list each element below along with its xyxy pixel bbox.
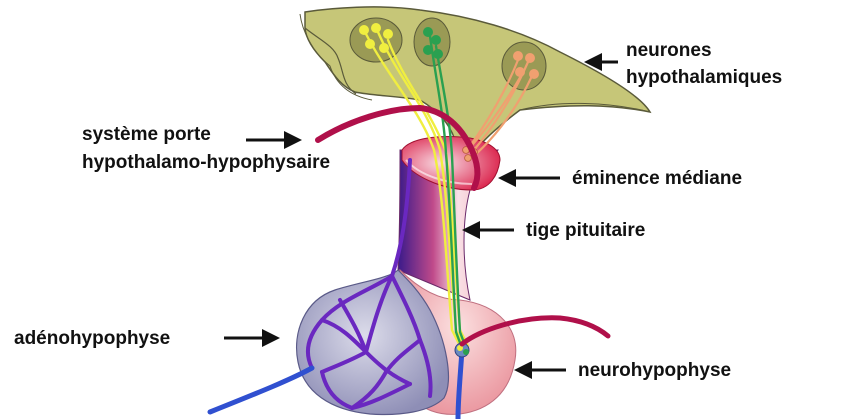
label-systeme-porte: système porte hypothalamo-hypophysaire <box>82 124 330 173</box>
label-neurones-line1: neurones <box>626 40 712 61</box>
arrow-neuro <box>514 361 566 379</box>
label-adeno: adénohypophyse <box>14 328 170 349</box>
label-tige: tige pituitaire <box>526 220 645 241</box>
label-systeme-line1: système porte <box>82 124 211 145</box>
label-neurones-line2: hypothalamiques <box>626 67 782 88</box>
label-systeme-line2: hypothalamo-hypophysaire <box>82 152 330 173</box>
label-eminence-mediane: éminence médiane <box>572 168 742 189</box>
label-eminence: éminence médiane <box>572 168 742 189</box>
arrow-tige <box>462 221 514 239</box>
arrow-eminence <box>498 169 560 187</box>
label-neuro: neurohypophyse <box>578 360 731 381</box>
arrow-systeme-porte <box>246 131 302 149</box>
label-neurohypophyse: neurohypophyse <box>578 360 731 381</box>
label-adenohypophyse: adénohypophyse <box>14 328 170 349</box>
arrow-adeno <box>224 329 280 347</box>
label-tige-pituitaire: tige pituitaire <box>526 220 645 241</box>
label-neurones-hypothalamiques: neurones hypothalamiques <box>626 40 782 88</box>
